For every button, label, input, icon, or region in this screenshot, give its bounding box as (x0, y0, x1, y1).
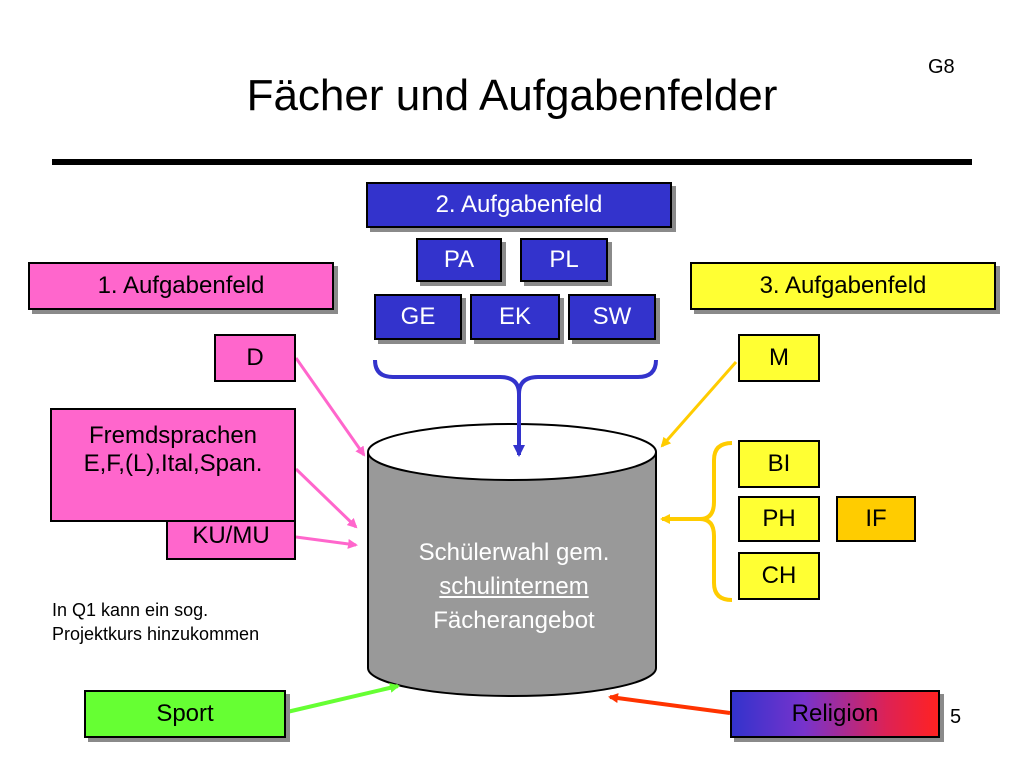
note-line-1: In Q1 kann ein sog. (52, 600, 209, 620)
note-line-2: Projektkurs hinzukommen (52, 624, 260, 644)
subject-ph: PH (738, 496, 820, 542)
field2-brace (373, 359, 658, 395)
arrow-d (294, 357, 366, 457)
subject-pa: PA (416, 238, 502, 282)
cylinder-line-2: schulinternem (439, 573, 589, 600)
arrow-kumu (295, 535, 358, 549)
field3-brace (699, 441, 733, 602)
subject-if: IF (836, 496, 916, 542)
cylinder-body (367, 452, 657, 697)
field1-header: 1. Aufgabenfeld (28, 262, 334, 310)
subject-pl: PL (520, 238, 608, 282)
subject-ge: GE (374, 294, 462, 340)
subject-d: D (214, 334, 296, 382)
subject-m: M (738, 334, 820, 382)
cylinder-line-1: Schülerwahl gem. (418, 539, 610, 566)
title-divider (52, 159, 972, 165)
subject-ek: EK (470, 294, 560, 340)
subject-religion: Religion (730, 690, 940, 738)
cylinder-top (367, 423, 657, 481)
arrow-sport (286, 682, 400, 714)
subject-sport: Sport (84, 690, 286, 738)
arrow-m (660, 361, 738, 448)
subject-bi: BI (738, 440, 820, 488)
corner-label: G8 (928, 56, 955, 78)
arrow-religion (608, 693, 731, 715)
page-title: Fächer und Aufgabenfelder (246, 71, 778, 120)
subject-sw: SW (568, 294, 656, 340)
subject-fremdsprachen: Fremdsprachen E,F,(L),Ital,Span. (50, 408, 296, 522)
field2-header: 2. Aufgabenfeld (366, 182, 672, 228)
slide-number: 5 (950, 706, 962, 728)
fremdsprachen-title: Fremdsprachen (88, 422, 258, 449)
projektkurs-note: In Q1 kann ein sog. Projektkurs hinzukom… (52, 598, 259, 646)
cylinder-line-3: Fächerangebot (433, 607, 595, 634)
arrow-fremdsprachen (294, 467, 358, 529)
subject-ch: CH (738, 552, 820, 600)
field3-header: 3. Aufgabenfeld (690, 262, 996, 310)
fremdsprachen-list: E,F,(L),Ital,Span. (83, 450, 263, 477)
cylinder-label: Schülerwahl gem. schulinternem Fächerang… (370, 536, 658, 638)
cylinder-shape (367, 423, 657, 697)
